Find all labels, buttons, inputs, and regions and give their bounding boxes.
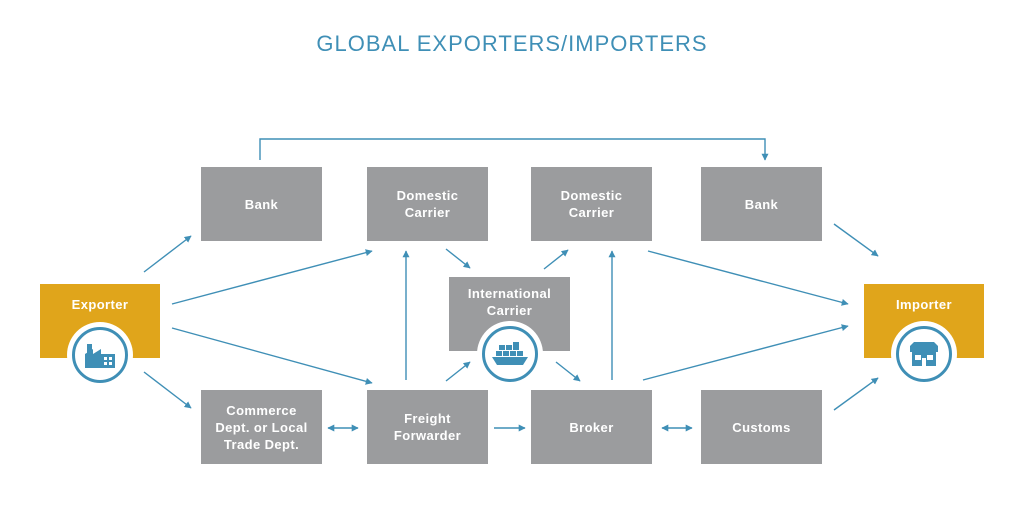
storefront-icon: [910, 342, 938, 366]
diagram-title: GLOBAL EXPORTERS/IMPORTERS: [316, 31, 708, 56]
arrow-bank-to-bank: [259, 138, 769, 161]
arrow-exporter-to-bank: [143, 235, 192, 273]
node-broker: Broker: [531, 390, 652, 464]
node-commerce-dept: Commerce Dept. or Local Trade Dept.: [201, 390, 322, 464]
exporter-badge: [67, 322, 133, 388]
arrow-broker-to-importer: [642, 324, 849, 381]
arrow-customs-to-importer: [833, 377, 879, 411]
node-domestic-carrier-exporter: Domestic Carrier: [367, 167, 488, 241]
arrow-international-to-broker: [555, 361, 581, 382]
arrow-domestic-carrier-to-international: [445, 248, 471, 269]
international-carrier-badge: [477, 321, 543, 387]
arrow-exporter-to-domestic-carrier: [171, 249, 373, 305]
node-bank-importer: Bank: [701, 167, 822, 241]
node-customs: Customs: [701, 390, 822, 464]
node-freight-forwarder: Freight Forwarder: [367, 390, 488, 464]
node-domestic-carrier-importer: Domestic Carrier: [531, 167, 652, 241]
arrow-freight-forwarder-to-international-carrier: [445, 361, 471, 382]
arrow-international-to-domestic-carrier: [543, 249, 569, 270]
arrow-exporter-to-freight-forwarder: [171, 327, 373, 385]
importer-badge: [891, 321, 957, 387]
arrow-bank-to-importer: [833, 223, 879, 257]
factory-icon: [85, 344, 115, 368]
cargo-ship-icon: [492, 342, 528, 365]
arrow-exporter-to-commerce-dept: [143, 371, 192, 409]
arrow-domestic-carrier-to-importer: [647, 250, 849, 306]
node-bank-exporter: Bank: [201, 167, 322, 241]
